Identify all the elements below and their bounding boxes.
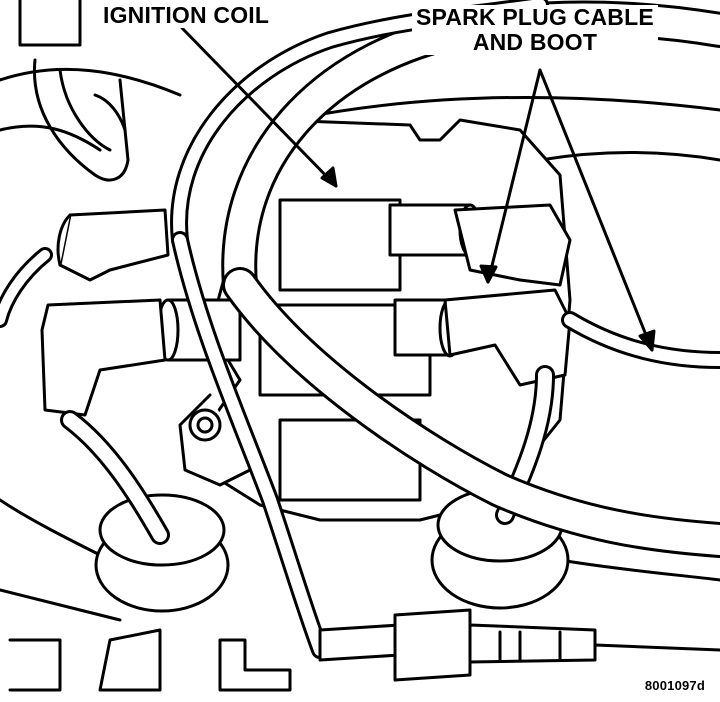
sensor-harness	[318, 608, 720, 682]
spark-plug-cable-label: SPARK PLUG CABLE AND BOOT	[412, 5, 658, 55]
arrow-icon	[180, 26, 338, 188]
spark-plug-cable-label-line2: AND BOOT	[472, 28, 598, 55]
ignition-coil-label: IGNITION COIL	[100, 3, 273, 28]
callout-arrows	[180, 26, 656, 352]
mounting-bracket	[18, 0, 130, 182]
plug-wells	[94, 487, 570, 613]
arrow-icon	[486, 68, 542, 284]
arrow-icon	[479, 264, 498, 284]
arrow-icon	[320, 166, 338, 188]
engine-background	[0, 67, 720, 692]
figure-number: 8001097d	[641, 677, 708, 694]
arrow-icon	[638, 329, 656, 352]
spark-plug-cable-label-line1: SPARK PLUG CABLE	[416, 4, 654, 30]
arrow-icon	[538, 68, 654, 352]
